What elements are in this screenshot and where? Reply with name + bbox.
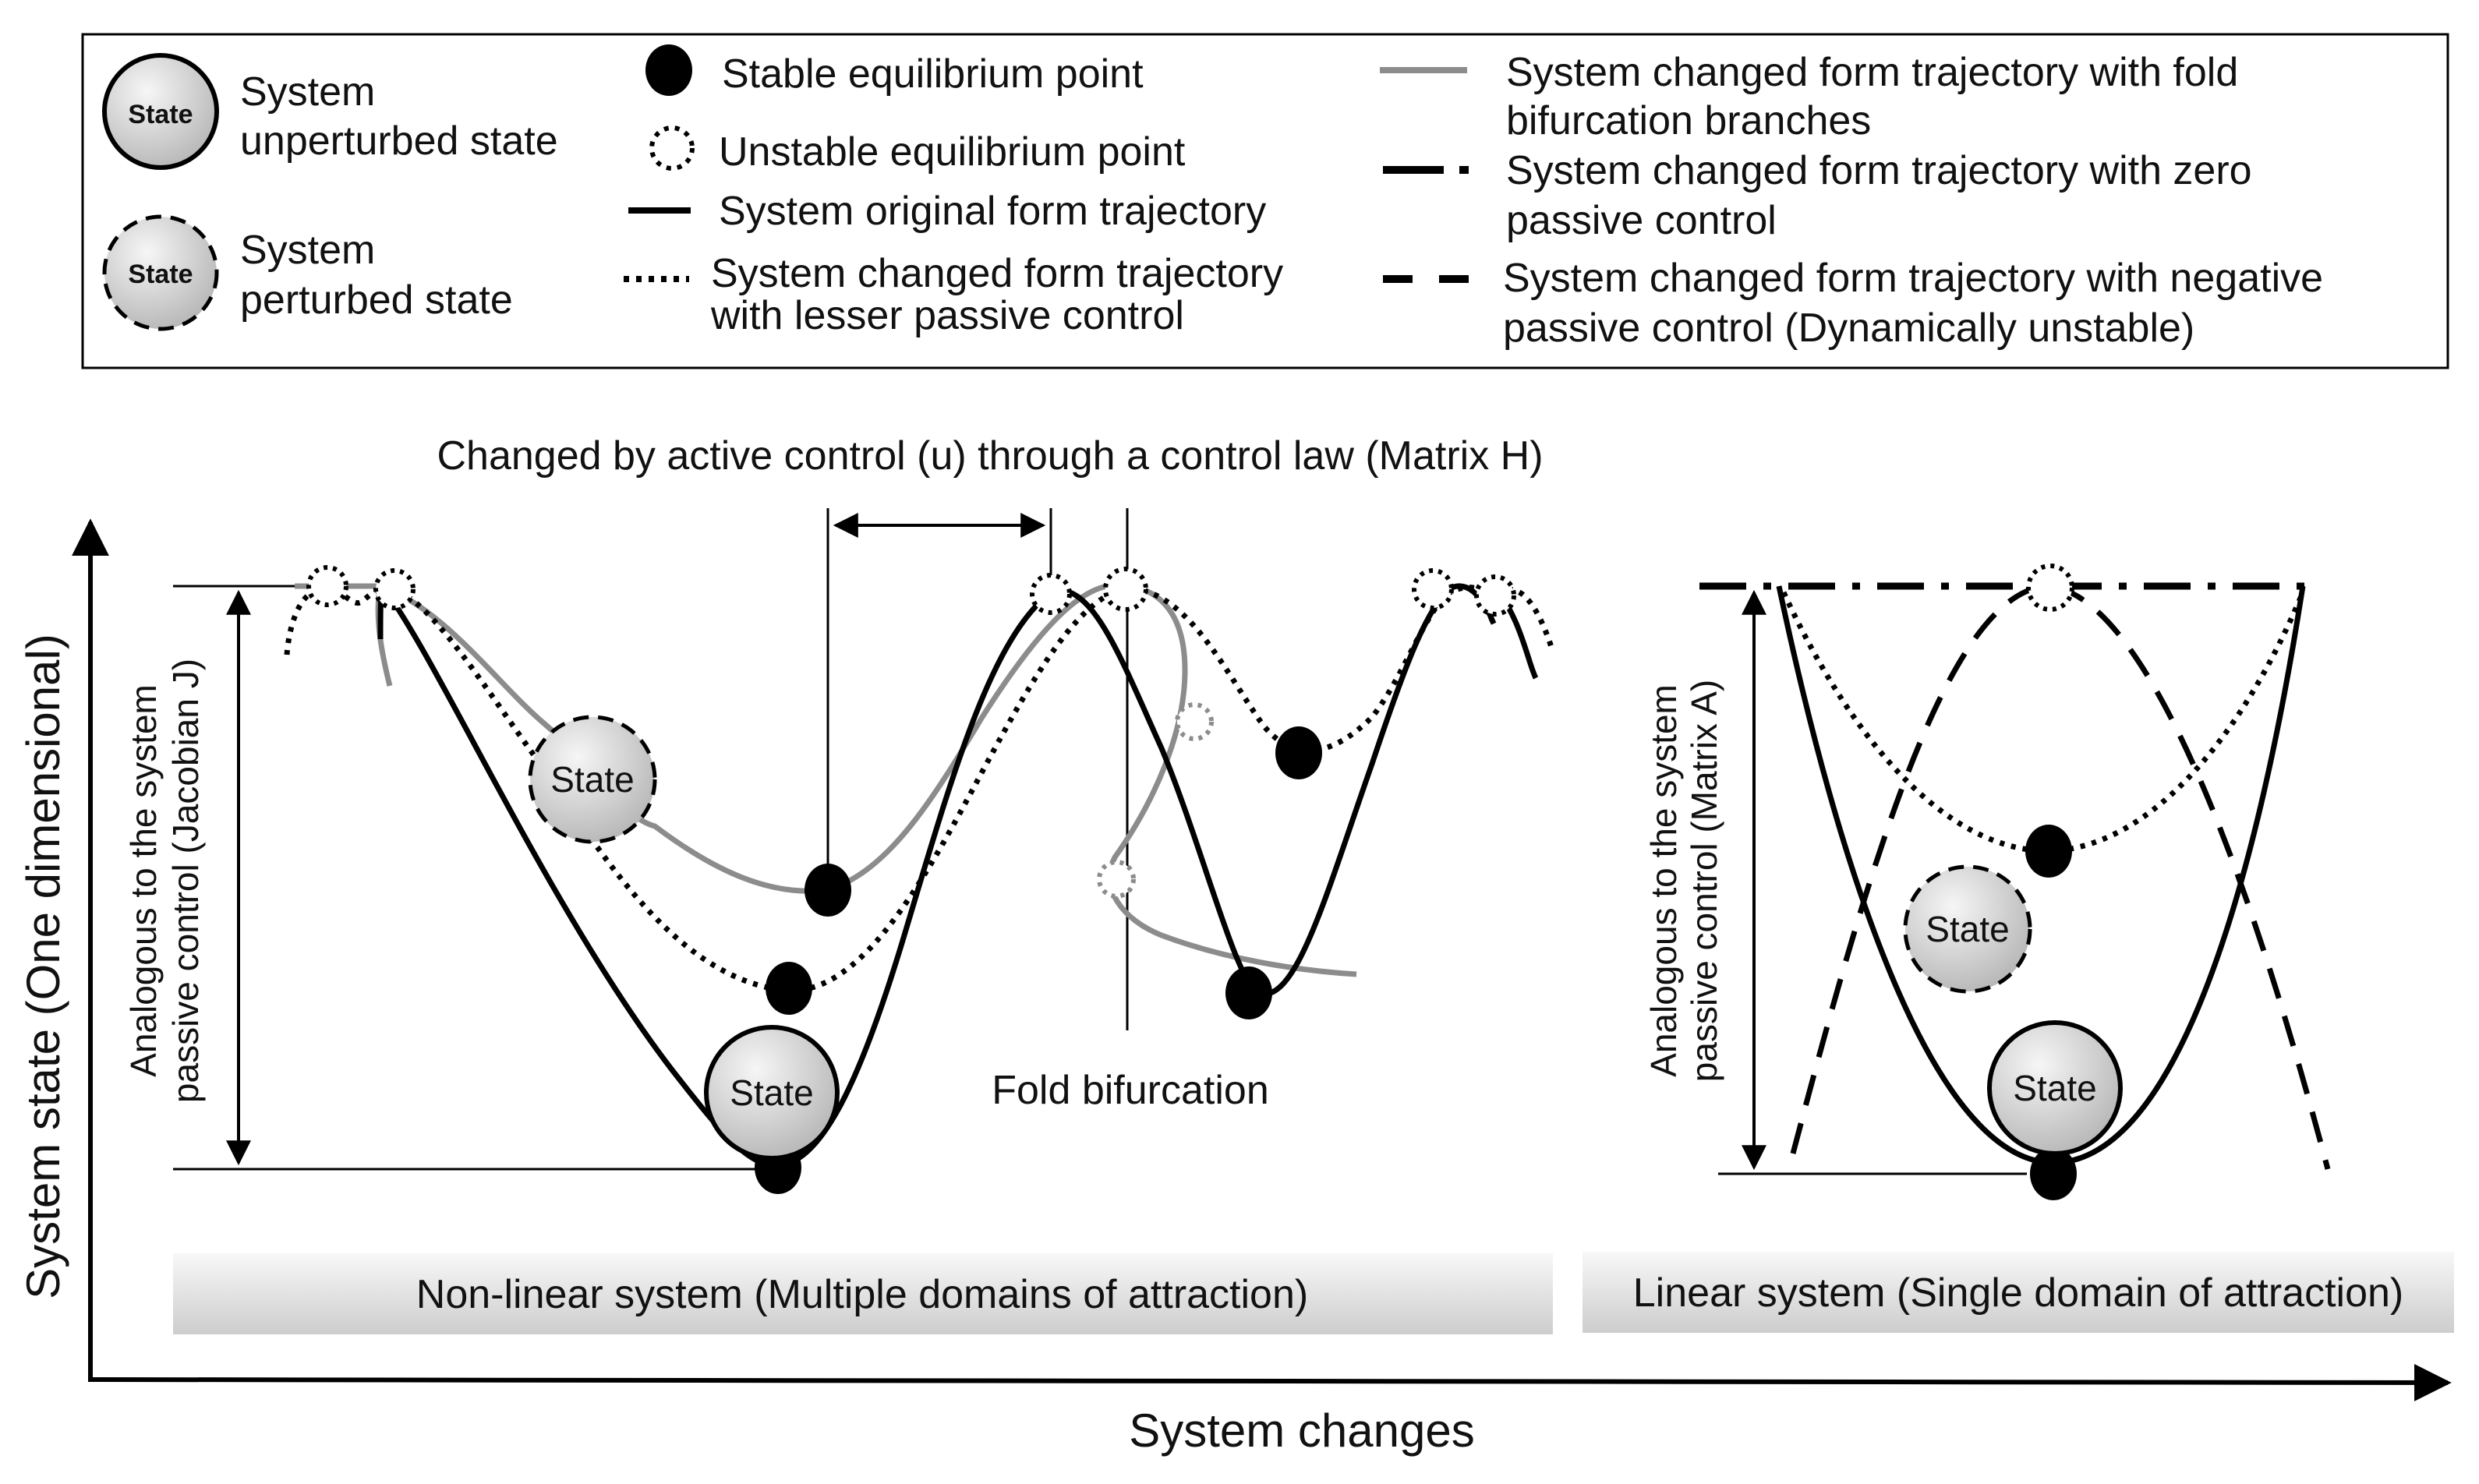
linear-unperturbed-state-label: State: [2013, 1068, 2096, 1108]
legend-fold-branches-label-line1: System changed form trajectory with fold: [1506, 50, 2238, 95]
linear-lesser-passive-trajectory: [1781, 591, 2306, 854]
legend-zero-passive-label-line2: passive control: [1506, 198, 1777, 243]
nonlinear-stable-point-5: [1225, 966, 1272, 1019]
linear-caption: Linear system (Single domain of attracti…: [1633, 1270, 2403, 1316]
legend-unperturbed-label-line1: System: [240, 69, 375, 115]
linear-perturbed-state-label: State: [1926, 909, 2009, 949]
active-control-label: Changed by active control (u) through a …: [437, 433, 1543, 479]
linear-perturbed-state-ball: State: [1903, 864, 2032, 994]
original-trajectory: [377, 579, 1539, 1168]
legend-state-symbol-2: State: [128, 260, 193, 289]
nonlinear-unstable-point-4: [1103, 567, 1148, 612]
nonlinear-caption: Non-linear system (Multiple domains of a…: [416, 1272, 1308, 1317]
x-axis: [87, 1363, 2452, 1401]
legend-state-symbol-1: State: [128, 100, 193, 129]
nonlinear-unstable-point-1: [306, 565, 348, 607]
nonlinear-perturbed-state-label: State: [550, 759, 634, 800]
linear-unstable-point: [2026, 564, 2074, 612]
legend-unperturbed-label-line2: unperturbed state: [240, 118, 558, 164]
jacobian-label-line1: Analogous to the system: [123, 684, 164, 1077]
linear-stable-point-upper: [2025, 825, 2072, 878]
nonlinear-unstable-point-6: [1097, 860, 1136, 899]
legend-lesser-passive-label-line2: with lesser passive control: [710, 293, 1184, 338]
nonlinear-stable-point-1: [805, 864, 851, 917]
legend-perturbed-label-line1: System: [240, 228, 375, 273]
nonlinear-unperturbed-state-ball: State: [704, 1025, 840, 1161]
axes: System state (One dimensional) System ch…: [17, 518, 2452, 1457]
legend-perturbed-label-line2: perturbed state: [240, 277, 513, 323]
fold-bifurcation-label: Fold bifurcation: [992, 1068, 1269, 1113]
nonlinear-stable-point-2: [766, 962, 812, 1015]
legend-unperturbed-state-icon: State: [102, 53, 219, 170]
legend-stable-point-icon: [645, 44, 692, 96]
nonlinear-perturbed-state-ball: State: [528, 715, 657, 844]
y-axis-label: System state (One dimensional): [17, 634, 69, 1299]
legend-zero-passive-label-line1: System changed form trajectory with zero: [1506, 148, 2252, 193]
nonlinear-unperturbed-state-label: State: [730, 1072, 813, 1113]
legend-negative-passive-label-line1: System changed form trajectory with nega…: [1503, 256, 2323, 301]
nonlinear-unstable-point-2: [373, 568, 416, 610]
linear-panel: Analogous to the system passive control …: [1583, 564, 2454, 1333]
legend: State System unperturbed state State Sys…: [81, 33, 2449, 369]
jacobian-label-line2: passive control (Jacobian J): [165, 659, 206, 1103]
legend-original-trajectory-label: System original form trajectory: [719, 189, 1266, 234]
negative-passive-trajectory: [1790, 583, 2331, 1170]
nonlinear-panel: Analogous to the system passive control …: [123, 433, 1554, 1334]
linear-unperturbed-state-ball: State: [1987, 1020, 2123, 1156]
nonlinear-stable-point-4: [1275, 726, 1322, 779]
legend-frame: [81, 33, 2449, 369]
matrix-a-label-line1: Analogous to the system: [1643, 684, 1684, 1077]
nonlinear-unstable-point-7: [1412, 568, 1454, 610]
legend-stable-point-label: Stable equilibrium point: [722, 51, 1144, 97]
legend-unstable-point-label: Unstable equilibrium point: [719, 129, 1186, 175]
linear-stable-point-lower: [2030, 1147, 2077, 1200]
matrix-a-label-line2: passive control (Matrix A): [1684, 680, 1724, 1082]
legend-negative-passive-label-line2: passive control (Dynamically unstable): [1503, 306, 2194, 351]
legend-unstable-point-icon: [649, 125, 695, 171]
nonlinear-unstable-point-8: [1474, 574, 1516, 617]
legend-fold-branches-label-line2: bifurcation branches: [1506, 98, 1871, 143]
legend-perturbed-state-icon: State: [102, 214, 219, 331]
x-axis-label: System changes: [1129, 1404, 1475, 1457]
nonlinear-unstable-point-5: [1175, 702, 1214, 741]
linear-caption-bar: Linear system (Single domain of attracti…: [1583, 1252, 2454, 1333]
nonlinear-caption-bar: Non-linear system (Multiple domains of a…: [173, 1253, 1553, 1334]
nonlinear-unstable-point-3: [1030, 573, 1072, 615]
legend-lesser-passive-label-line1: System changed form trajectory: [711, 251, 1283, 296]
